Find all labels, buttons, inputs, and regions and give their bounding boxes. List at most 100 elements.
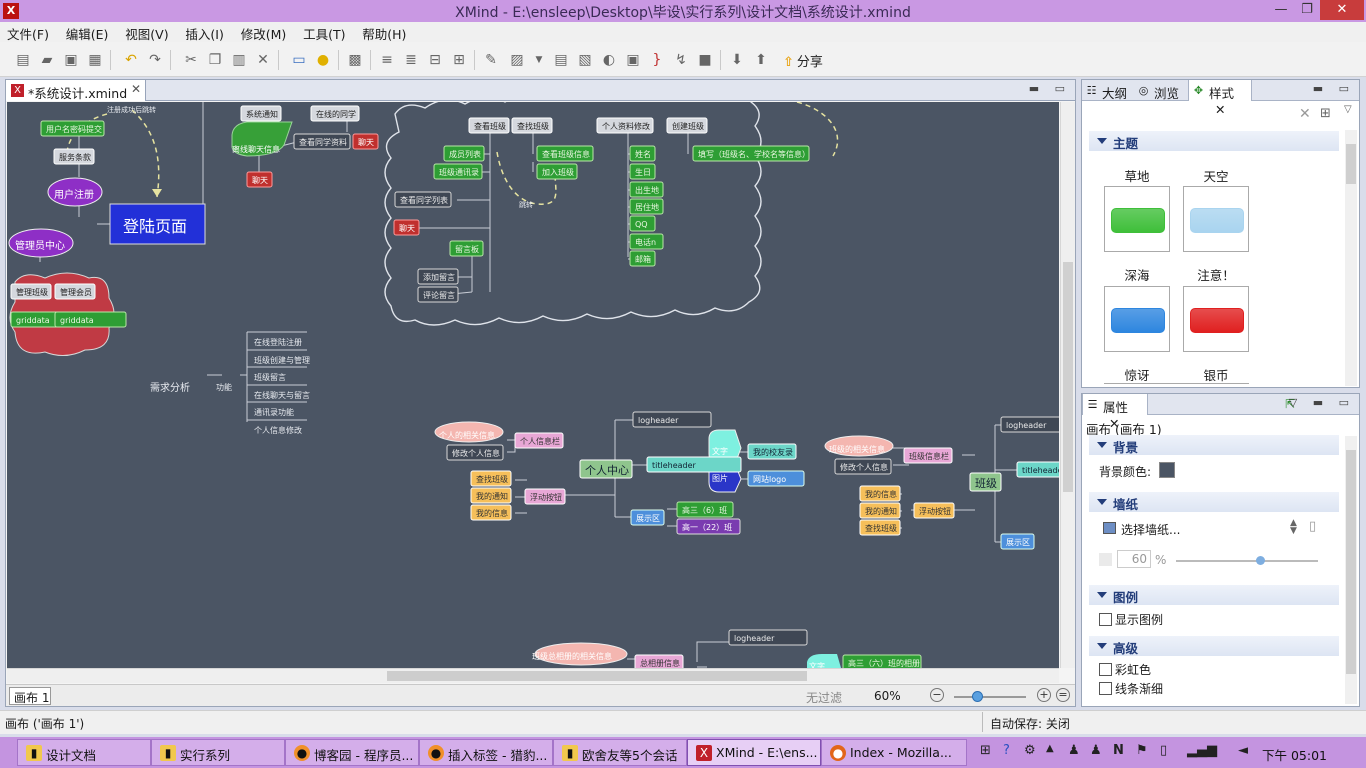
topic-profile-field[interactable]: 邮箱 bbox=[629, 250, 656, 267]
maximize-button[interactable]: ❐ bbox=[1301, 2, 1313, 17]
topic-profile-field[interactable]: QQ bbox=[629, 215, 656, 232]
topic-box[interactable] bbox=[536, 145, 594, 162]
topic-chat-3[interactable]: 聊天 bbox=[393, 219, 420, 236]
save-icon[interactable]: ▣ bbox=[64, 52, 78, 68]
topic-box[interactable] bbox=[629, 198, 664, 215]
wallpaper-spinner-icon[interactable]: ▲▼ bbox=[1290, 518, 1297, 536]
summary-icon[interactable]: } bbox=[652, 52, 662, 68]
qq-icon[interactable]: ♟ bbox=[1068, 743, 1080, 758]
topic-box[interactable] bbox=[969, 472, 1002, 492]
topic-box[interactable] bbox=[676, 501, 734, 518]
tab-browse[interactable]: ◎浏览 bbox=[1134, 80, 1183, 101]
trash-icon[interactable]: ▯ bbox=[1309, 519, 1317, 534]
signal-icon[interactable]: ▂▄▆ bbox=[1187, 743, 1217, 758]
topic-box[interactable] bbox=[692, 145, 810, 162]
topic-profile-field[interactable]: 电话n bbox=[629, 233, 664, 250]
topic-view-classmate[interactable]: 查看同学资料 bbox=[293, 133, 351, 150]
close-properties-tab-icon[interactable]: ✕ bbox=[1109, 416, 1120, 431]
tab-outline[interactable]: ☷大纲 bbox=[1082, 80, 1131, 101]
editor-pane-buttons[interactable]: ▬ ▭ bbox=[1028, 82, 1071, 95]
section-legend[interactable]: 图例 bbox=[1089, 585, 1339, 605]
topic-box[interactable] bbox=[676, 518, 741, 535]
theme-swatch-sky[interactable] bbox=[1183, 186, 1249, 252]
topic-display-area-2[interactable]: 展示区 bbox=[1000, 533, 1035, 550]
task-design-docs[interactable]: ▮设计文档 bbox=[17, 739, 151, 766]
zoom-out-icon[interactable]: − bbox=[930, 688, 944, 702]
menu-tools[interactable]: 工具(T) bbox=[303, 27, 346, 42]
menu-insert[interactable]: 插入(I) bbox=[185, 27, 224, 42]
topic-box[interactable] bbox=[632, 411, 712, 428]
paste-icon[interactable]: ▥ bbox=[232, 52, 246, 68]
topic-class-g3-6[interactable]: 高三（6）班 bbox=[676, 501, 734, 518]
topic-box[interactable] bbox=[747, 443, 797, 460]
topic-box[interactable] bbox=[1016, 461, 1059, 478]
topic-box[interactable] bbox=[54, 283, 96, 300]
filter-label[interactable]: 无过滤 bbox=[806, 691, 843, 705]
topic-req-item[interactable]: 通讯录功能 bbox=[254, 407, 294, 417]
opacity-slider-handle[interactable] bbox=[1256, 556, 1265, 565]
close-window-button[interactable]: ✕ bbox=[1320, 0, 1364, 20]
topic-fill-class-info[interactable]: 填写（班级名、学校名等信息） bbox=[692, 145, 810, 162]
topic-box[interactable] bbox=[630, 509, 665, 526]
topic-add-message[interactable]: 添加留言 bbox=[417, 268, 459, 285]
ime-icon[interactable]: ⊞ bbox=[980, 743, 991, 758]
topic-box[interactable] bbox=[728, 629, 808, 646]
onenote-icon[interactable]: N bbox=[1113, 743, 1124, 758]
topic-box[interactable] bbox=[446, 444, 504, 461]
topic-my-info[interactable]: 我的信息 bbox=[470, 504, 512, 521]
callout-icon[interactable]: ⊞ bbox=[453, 52, 465, 68]
topic-box[interactable] bbox=[514, 432, 564, 449]
opacity-slider[interactable] bbox=[1176, 556, 1318, 565]
topic-box[interactable] bbox=[629, 233, 664, 250]
topic-box[interactable] bbox=[1000, 416, 1059, 433]
topic-req-item[interactable]: 个人信息修改 bbox=[254, 425, 302, 435]
topic-note-jump[interactable]: 注册成功后跳转 bbox=[107, 105, 156, 114]
topic-box[interactable] bbox=[417, 286, 459, 303]
zoom-level[interactable]: 60% bbox=[874, 689, 901, 703]
topic-float-button-2[interactable]: 浮动按钮 bbox=[913, 502, 955, 519]
help-icon[interactable]: ? bbox=[1003, 743, 1010, 758]
task-series[interactable]: ▮实行系列 bbox=[151, 739, 285, 766]
pin-icon[interactable]: ⇱ bbox=[1285, 397, 1296, 411]
topic-req-item[interactable]: 在线登陆注册 bbox=[254, 337, 302, 347]
topic-site-logo[interactable]: 网站logo bbox=[747, 470, 805, 487]
topic-box[interactable] bbox=[629, 250, 656, 267]
topic-box[interactable] bbox=[511, 117, 553, 134]
properties-scroll-thumb[interactable] bbox=[1346, 450, 1356, 674]
topic-box[interactable] bbox=[393, 219, 420, 236]
close-tab-icon[interactable]: ✕ bbox=[130, 82, 141, 96]
delete-style-icon[interactable]: ✕ bbox=[1299, 106, 1311, 122]
topic-image[interactable]: 图片 bbox=[712, 473, 728, 483]
minimize-button[interactable]: — bbox=[1274, 2, 1288, 17]
topic-box[interactable] bbox=[629, 181, 664, 198]
menu-modify[interactable]: 修改(M) bbox=[240, 27, 287, 42]
tab-style[interactable]: ✥样式✕ bbox=[1188, 80, 1252, 117]
topic-box[interactable] bbox=[629, 215, 656, 232]
topic-profile-field[interactable]: 姓名 bbox=[629, 145, 656, 162]
topic-comment-message[interactable]: 评论留言 bbox=[417, 286, 459, 303]
topic-box[interactable] bbox=[859, 485, 901, 502]
topic-float-button[interactable]: 浮动按钮 bbox=[524, 488, 566, 505]
mind-map-svg[interactable]: 注册成功后跳转跳转用户名密码提交服务条款用户注册登陆页面管理员中心管理班级管理会… bbox=[7, 102, 1059, 668]
topic-system-notify[interactable]: 系统通知 bbox=[240, 105, 282, 122]
close-style-tab-icon[interactable]: ✕ bbox=[1215, 102, 1226, 117]
topic-box[interactable] bbox=[646, 456, 742, 473]
settings-icon[interactable]: ⚙ bbox=[1024, 743, 1036, 758]
topic-text[interactable]: 文字 bbox=[712, 446, 728, 456]
zoom-in-icon[interactable]: + bbox=[1037, 688, 1051, 702]
theme-scroll-thumb[interactable] bbox=[1346, 144, 1356, 184]
zoom-fit-icon[interactable]: = bbox=[1056, 688, 1070, 702]
tab-properties[interactable]: ☰属性✕ bbox=[1082, 394, 1148, 431]
new-style-icon[interactable]: ⊞ bbox=[1320, 106, 1331, 121]
topic-req-item[interactable]: 班级留言 bbox=[254, 372, 286, 382]
topic-personal-center[interactable]: 个人中心 bbox=[579, 459, 633, 479]
topic-box[interactable] bbox=[54, 311, 127, 328]
ellipse-class-info[interactable] bbox=[824, 435, 894, 457]
topic-manage-member[interactable]: 管理会员 bbox=[54, 283, 96, 300]
undo-icon[interactable]: ↶ bbox=[125, 52, 137, 68]
topic-member-list[interactable]: 成员列表 bbox=[443, 145, 485, 162]
editor-tab[interactable]: X *系统设计.xmind ✕ bbox=[6, 80, 146, 101]
topic-logheader-2[interactable]: logheader bbox=[1000, 416, 1059, 433]
topic-album-text-shape[interactable] bbox=[807, 654, 841, 668]
topic-edit-profile[interactable]: 个人资料修改 bbox=[596, 117, 654, 134]
